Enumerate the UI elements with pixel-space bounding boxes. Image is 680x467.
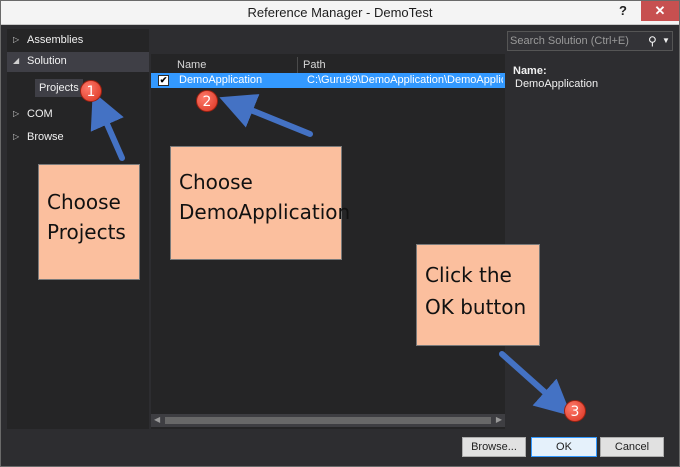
callout-choose-demoapplication: Choose DemoApplication [170, 146, 350, 260]
horizontal-scrollbar[interactable]: ◀ ▶ [151, 414, 505, 427]
sidebar-item-assemblies[interactable]: ▷ Assemblies [7, 31, 149, 51]
expand-arrow-icon[interactable]: ▷ [13, 132, 20, 141]
search-icon[interactable]: ⚲ [648, 34, 657, 48]
list-item-demoapplication[interactable]: ✔ DemoApplication C:\Guru99\DemoApplicat… [151, 73, 505, 88]
search-box[interactable]: ⚲ ▼ [507, 31, 673, 51]
sidebar-item-label: Browse [27, 131, 64, 143]
search-input[interactable] [510, 33, 646, 49]
sidebar-item-label: Solution [27, 55, 67, 67]
title-bar: Reference Manager - DemoTest ? ✕ [1, 1, 679, 25]
scroll-right-icon[interactable]: ▶ [495, 415, 502, 424]
callout-click-ok: Click the OK button [416, 244, 540, 346]
callout-choose-projects: Choose Projects [38, 164, 140, 280]
sidebar-item-label: Assemblies [27, 34, 84, 46]
include-checkbox[interactable]: ✔ [158, 75, 169, 86]
list-header: Name Path [151, 57, 505, 74]
browse-button[interactable]: Browse... [462, 437, 526, 457]
window-title: Reference Manager - DemoTest [247, 5, 433, 20]
column-header-path[interactable]: Path [303, 59, 326, 71]
sidebar-item-browse[interactable]: ▷ Browse [7, 128, 149, 148]
expand-arrow-icon[interactable]: ▷ [13, 35, 20, 44]
ok-button[interactable]: OK [531, 437, 597, 457]
collapse-arrow-icon[interactable]: ◢ [13, 56, 20, 65]
sidebar-item-label: COM [27, 108, 53, 120]
search-options-dropdown-icon[interactable]: ▼ [662, 36, 670, 45]
step-badge-2: 2 [196, 90, 218, 112]
help-button[interactable]: ? [619, 3, 627, 18]
scrollbar-thumb[interactable] [165, 417, 491, 424]
project-name: DemoApplication [179, 74, 263, 86]
column-header-name[interactable]: Name [177, 59, 207, 71]
close-button[interactable]: ✕ [641, 1, 679, 21]
step-badge-1: 1 [80, 80, 102, 102]
details-name-value: DemoApplication [515, 78, 599, 90]
details-name-label: Name: [513, 65, 547, 77]
column-divider[interactable] [297, 57, 298, 74]
sidebar-item-projects[interactable]: Projects [35, 79, 83, 97]
expand-arrow-icon[interactable]: ▷ [13, 109, 20, 118]
project-path: C:\Guru99\DemoApplication\DemoApplicati [307, 74, 503, 86]
sidebar-item-com[interactable]: ▷ COM [7, 105, 149, 125]
details-pane: Name: DemoApplication [507, 59, 673, 429]
sidebar-item-solution[interactable]: ◢ Solution [7, 52, 149, 72]
step-badge-3: 3 [564, 400, 586, 422]
scroll-left-icon[interactable]: ◀ [154, 415, 161, 424]
cancel-button[interactable]: Cancel [600, 437, 664, 457]
